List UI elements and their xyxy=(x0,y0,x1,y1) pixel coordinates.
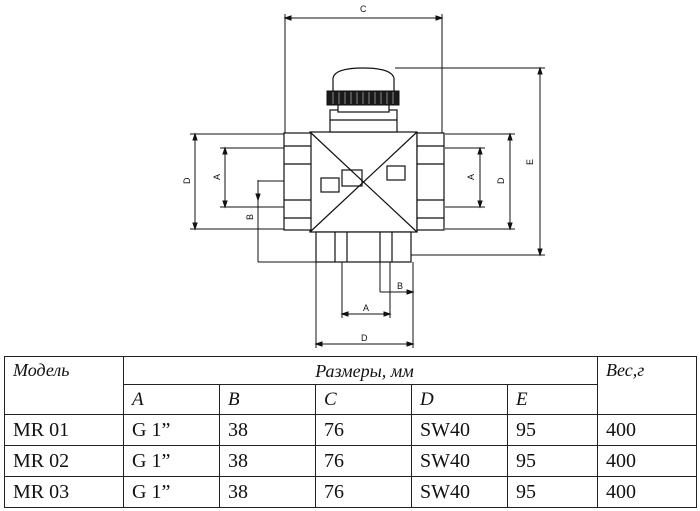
dimension-a-bottom xyxy=(340,262,392,318)
cell-d: SW40 xyxy=(411,476,508,508)
cell-c: 76 xyxy=(315,445,412,477)
dim-label-e: E xyxy=(525,159,535,165)
dim-label-c: C xyxy=(360,4,367,14)
dimension-e xyxy=(395,66,545,257)
dim-label-a-left: A xyxy=(212,174,222,180)
cell-model: MR 02 xyxy=(4,445,124,477)
cell-a: G 1” xyxy=(123,476,220,508)
cell-a: G 1” xyxy=(123,414,220,446)
sub-header-c: C xyxy=(315,384,412,415)
cell-e: 95 xyxy=(506,476,599,508)
cell-weight: 400 xyxy=(597,476,698,508)
dimension-d-right xyxy=(445,132,515,231)
valve-body xyxy=(283,103,445,263)
cell-e: 95 xyxy=(506,414,599,446)
dim-label-a-right: A xyxy=(466,174,476,180)
cell-d: SW40 xyxy=(411,414,508,446)
specification-table: Модель Размеры, мм Вес,г A B C D E MR 01… xyxy=(4,356,698,508)
cell-weight: 400 xyxy=(597,445,698,477)
dimension-d-left xyxy=(190,132,290,231)
table-header-row: Модель Размеры, мм Вес,г xyxy=(4,356,698,415)
dimension-c xyxy=(283,14,444,148)
cell-c: 76 xyxy=(315,414,412,446)
cell-e: 95 xyxy=(506,445,599,477)
cell-c: 76 xyxy=(315,476,412,508)
table-row: MR 03 G 1” 38 76 SW40 95 400 xyxy=(4,476,698,508)
cell-b: 38 xyxy=(219,476,316,508)
dim-label-d-bottom: D xyxy=(361,333,368,343)
dimension-a-left xyxy=(220,146,285,209)
model-header: Модель xyxy=(4,356,124,415)
sub-header-d: D xyxy=(411,384,508,415)
cell-d: SW40 xyxy=(411,445,508,477)
dimension-d-bottom xyxy=(314,262,415,348)
cell-weight: 400 xyxy=(597,414,698,446)
table-row: MR 01 G 1” 38 76 SW40 95 400 xyxy=(4,414,698,446)
sub-header-b: B xyxy=(219,384,316,415)
sub-header-a: A xyxy=(123,384,220,415)
dim-label-d-left: D xyxy=(182,177,192,184)
sub-header-e: E xyxy=(506,384,599,415)
sizes-header: Размеры, мм xyxy=(122,356,599,385)
valve-knob xyxy=(326,67,400,106)
weight-header: Вес,г xyxy=(597,356,698,415)
cell-a: G 1” xyxy=(123,445,220,477)
valve-technical-drawing: C E D A B A D B A D xyxy=(182,4,545,348)
dimension-a-right xyxy=(445,146,485,209)
table-row: MR 02 G 1” 38 76 SW40 95 400 xyxy=(4,445,698,477)
dim-label-a-bottom: A xyxy=(363,303,369,313)
cell-b: 38 xyxy=(219,445,316,477)
cell-model: MR 03 xyxy=(4,476,124,508)
dim-label-b-bottom: B xyxy=(397,281,403,291)
dim-label-d-right: D xyxy=(496,177,506,184)
dim-label-b-left: B xyxy=(245,214,255,220)
cell-model: MR 01 xyxy=(4,414,124,446)
cell-b: 38 xyxy=(219,414,316,446)
